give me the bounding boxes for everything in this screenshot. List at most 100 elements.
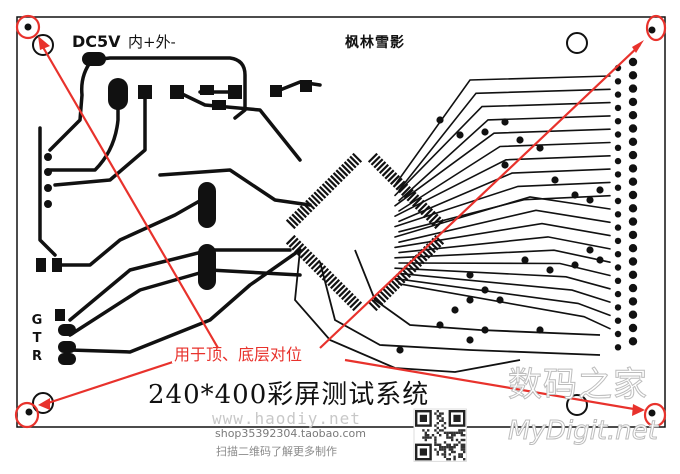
qr-module (427, 436, 430, 439)
qfp-pin (296, 208, 307, 219)
qr-code (413, 408, 467, 462)
qfp-pin (400, 267, 412, 279)
lcd-pin-inner (614, 317, 622, 324)
lcd-pin (628, 137, 638, 146)
via (496, 296, 504, 304)
qfp-pin (376, 161, 387, 172)
qfp-pin (327, 276, 338, 287)
trace-uart-1 (68, 248, 292, 322)
qr-module (424, 438, 427, 442)
qr-module (455, 431, 459, 434)
qr-module (436, 410, 439, 413)
trace-crystal-top (158, 168, 312, 207)
via (436, 116, 444, 124)
qr-module (441, 412, 444, 415)
lcd-pin (628, 150, 638, 160)
trace-jack-down (48, 83, 120, 172)
qfp-pin (387, 281, 398, 292)
lcd-bus-vias (396, 116, 604, 354)
qfp-pin (406, 191, 417, 202)
lcd-pin-inner (614, 78, 622, 85)
trace-return-3 (354, 249, 601, 336)
via (456, 131, 464, 139)
lcd-bus-trace (394, 196, 611, 238)
qr-module (443, 441, 447, 444)
alignment-dot-bottom-left (25, 408, 33, 416)
qfp-pin (327, 177, 338, 188)
lcd-bus-trace (394, 222, 611, 249)
lcd-bus-trace (398, 115, 611, 202)
diode-pad-2 (300, 80, 312, 92)
via (481, 128, 489, 136)
lcd-pin (628, 190, 638, 200)
crystal-pad-1 (198, 182, 216, 228)
lcd-bus-trace (398, 88, 611, 191)
qfp-pin (332, 281, 343, 292)
qr-module (441, 448, 444, 451)
qfp-pin (288, 216, 299, 227)
via (521, 256, 529, 264)
uart-label-t: T (32, 331, 42, 346)
qr-module (439, 412, 442, 415)
qfp-pin (352, 152, 363, 163)
qr-module (458, 455, 461, 458)
lcd-pin-inner (614, 118, 622, 125)
qr-module (446, 434, 449, 437)
watermark-scan-text: 扫描二维码了解更多制作 (216, 445, 337, 458)
lcd-bus-trace (394, 101, 611, 197)
arrowhead-bottom-left (38, 398, 50, 410)
qr-module (455, 438, 459, 442)
lcd-bus-trace (398, 194, 611, 233)
qfp-pin (310, 259, 321, 270)
via (501, 118, 509, 126)
qr-module (451, 446, 454, 449)
qr-module (443, 422, 447, 425)
trace-vcc-loop (90, 56, 247, 120)
cap-pad-1 (200, 85, 214, 95)
qfp-pin (285, 234, 296, 245)
qfp-pin (310, 194, 321, 205)
reset-pad-1 (36, 258, 46, 272)
qr-module (434, 448, 437, 451)
qr-finder-core (453, 414, 461, 422)
lcd-pin-inner (614, 211, 622, 218)
via (501, 161, 509, 169)
via (466, 271, 474, 279)
trace-uart-2 (68, 268, 302, 337)
lcd-connector-pins (614, 57, 638, 351)
uart-pad-tx (58, 341, 76, 353)
qfp-pin (305, 199, 316, 210)
arrowhead-top-left (38, 36, 50, 50)
qr-module (460, 446, 463, 449)
qr-module (453, 434, 456, 437)
via (546, 266, 554, 274)
qr-module (458, 441, 461, 444)
qr-module (439, 443, 442, 446)
alignment-dot-top-right (648, 26, 656, 34)
qr-module (434, 443, 437, 446)
dc-jack-pad-2 (108, 78, 128, 110)
qfp-pin (373, 158, 384, 169)
qr-module (453, 458, 456, 461)
qr-module (436, 414, 439, 418)
via (586, 246, 594, 254)
power-traces (38, 56, 322, 354)
lcd-bus-trace (398, 141, 611, 212)
qr-module (463, 429, 466, 432)
qfp-pin (343, 292, 354, 303)
qr-module (455, 443, 459, 446)
qr-module (448, 458, 451, 461)
via (571, 191, 579, 199)
board-polarity-label: 内+外- (128, 33, 176, 51)
qr-module (443, 431, 447, 434)
qr-finder-core (419, 448, 427, 456)
qfp-pin (307, 256, 318, 268)
qr-module (463, 446, 466, 449)
lcd-pin-inner (614, 197, 622, 205)
qr-module (463, 450, 466, 454)
qr-module (453, 455, 456, 458)
qr-module (451, 431, 454, 434)
return-traces (294, 249, 601, 373)
qr-module (448, 436, 451, 439)
